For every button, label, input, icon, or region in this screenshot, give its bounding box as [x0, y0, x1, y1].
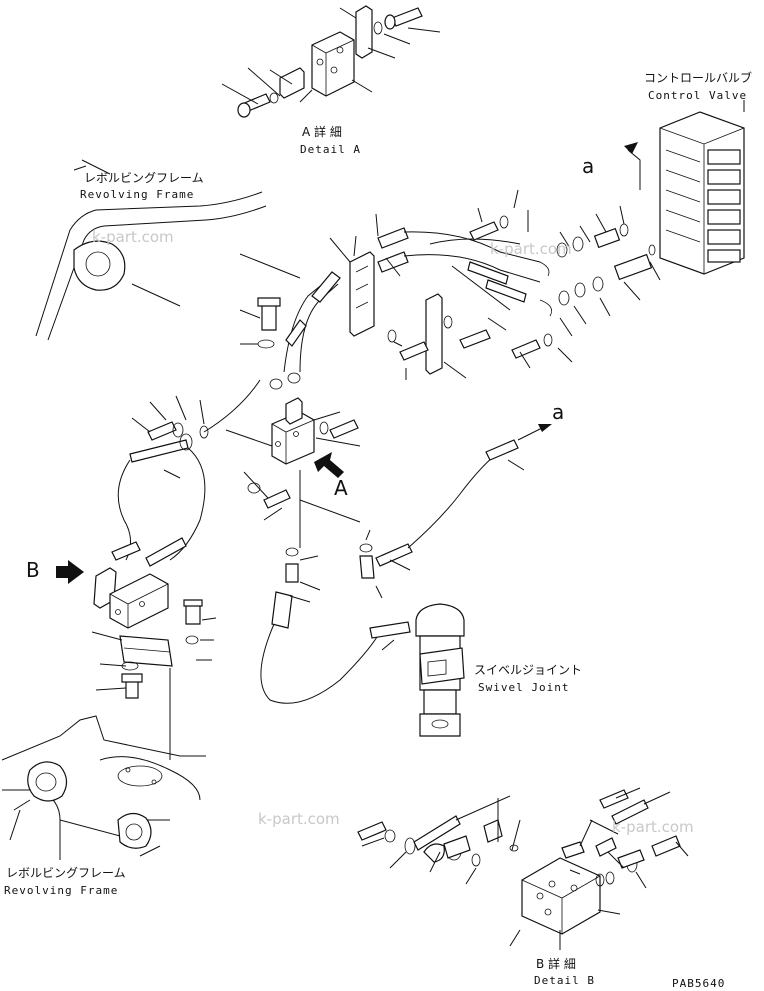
detail-b-block-on-main — [91, 537, 217, 760]
watermark: k-part.com — [92, 228, 174, 246]
hose-clamp-bracket — [329, 189, 573, 380]
control-valve-label-en: Control Valve — [648, 89, 748, 102]
control-valve — [624, 100, 745, 275]
junction-mounting-hardware — [239, 297, 281, 349]
detail-b-title-jp: B 詳 細 — [536, 957, 576, 971]
hose-upper-left — [269, 271, 341, 390]
arrow-b-label: B — [26, 558, 40, 582]
swivel-joint — [369, 603, 465, 737]
detail-b-title-en: Detail B — [534, 974, 595, 987]
swivel-joint-label-en: Swivel Joint — [478, 681, 570, 694]
arrow-b — [56, 560, 84, 584]
reference-a-mid: a — [552, 400, 565, 424]
watermark: k-part.com — [490, 240, 572, 258]
revolving-frame-bottom-label-jp: レボルビングフレーム — [6, 866, 126, 880]
arrow-a-label: A — [334, 476, 348, 500]
drawing-code: PAB5640 — [672, 977, 726, 990]
revolving-frame-top-label-en: Revolving Frame — [80, 188, 195, 201]
detail-a-assembly — [221, 5, 441, 118]
hose-lower-assembly — [260, 424, 552, 704]
hose-left-assembly — [117, 379, 261, 561]
watermark: k-part.com — [258, 810, 340, 828]
control-valve-label-jp: コントロールバルブ — [644, 71, 753, 85]
detail-a-title-jp: A 詳 細 — [302, 125, 342, 139]
watermark: k-part.com — [612, 818, 694, 836]
pilot-junction-block — [225, 397, 361, 548]
pilot-hoses-upper — [377, 227, 553, 317]
revolving-frame-bottom-label-en: Revolving Frame — [4, 884, 119, 897]
revolving-frame-lower — [1, 715, 206, 860]
reference-a-top: a — [582, 154, 595, 178]
arrow-a — [314, 452, 344, 478]
revolving-frame-top-label-jp: レボルビングフレーム — [84, 171, 204, 185]
revolving-frame-upper — [35, 159, 301, 341]
detail-b-assembly — [357, 787, 689, 950]
detail-a-title-en: Detail A — [300, 143, 361, 156]
swivel-joint-label-jp: スイベルジョイント — [474, 663, 583, 677]
valve-fittings — [556, 205, 661, 337]
